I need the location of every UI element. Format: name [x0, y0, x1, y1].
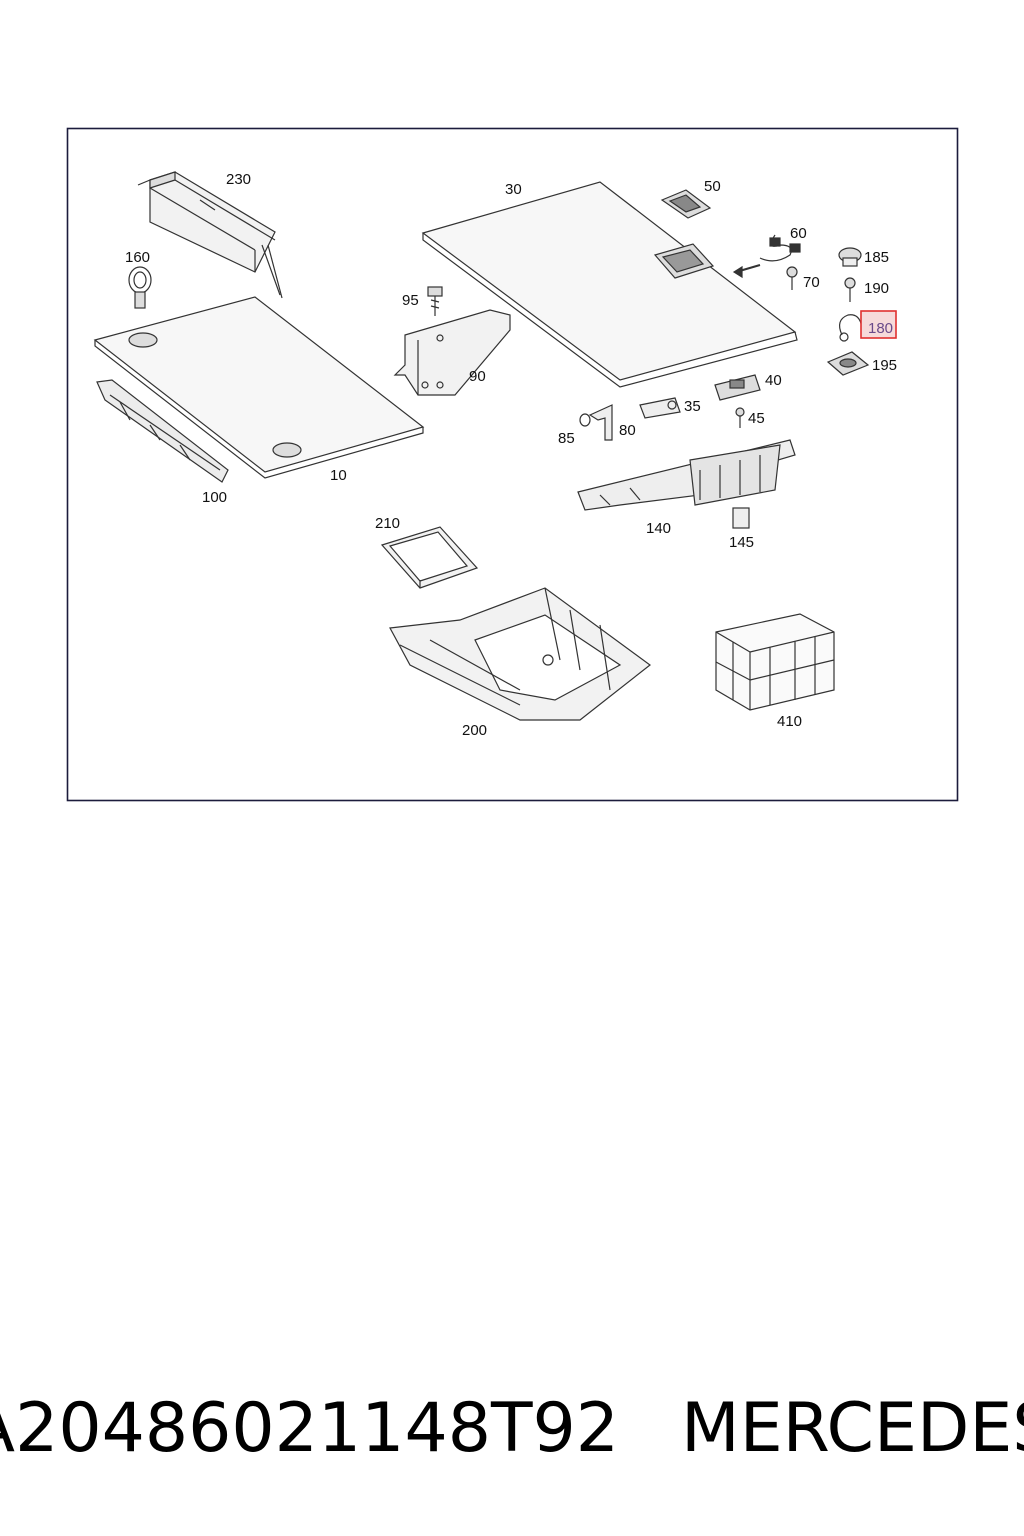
- callout-180: 180: [868, 320, 893, 337]
- part-50-handle: [660, 189, 712, 219]
- callout-90: 90: [469, 368, 486, 385]
- part-number: A20486021148T92: [0, 1388, 620, 1468]
- part-info-footer: A20486021148T92 MERCEDES: [0, 1378, 1024, 1478]
- callout-145: 145: [729, 534, 754, 551]
- part-145-block: [732, 507, 750, 529]
- part-210-tray: [380, 526, 479, 589]
- part-190-screw: [844, 277, 856, 302]
- callout-60: 60: [790, 225, 807, 242]
- callout-40: 40: [765, 372, 782, 389]
- callout-140: 140: [646, 520, 671, 537]
- part-35-clip: [639, 397, 681, 419]
- part-100-trim-strip: [96, 379, 229, 483]
- part-95-screw: [427, 286, 443, 316]
- callout-200: 200: [462, 722, 487, 739]
- callout-50: 50: [704, 178, 721, 195]
- callout-210: 210: [375, 515, 400, 532]
- part-180-hook: [838, 314, 863, 342]
- callout-230: 230: [226, 171, 251, 188]
- part-70-bolt: [786, 266, 798, 290]
- callout-30: 30: [505, 181, 522, 198]
- part-410-crate: [715, 613, 835, 711]
- part-90-bracket: [393, 309, 511, 396]
- part-195-base-plate: [826, 351, 870, 376]
- callout-70: 70: [803, 274, 820, 291]
- part-160-lashing-eye: [128, 266, 152, 309]
- callout-labels: 230 160 10 100 95 90 30 50 60 70 185 190…: [125, 171, 897, 739]
- part-85-washer: [579, 413, 591, 427]
- callout-410: 410: [777, 713, 802, 730]
- part-60-cable: [732, 234, 801, 279]
- part-10-load-floor: [93, 296, 425, 479]
- callout-190: 190: [864, 280, 889, 297]
- callout-85: 85: [558, 430, 575, 447]
- callout-195: 195: [872, 357, 897, 374]
- part-45-screw: [735, 407, 745, 428]
- part-230-storage-box: [137, 171, 283, 299]
- part-40-latch: [714, 374, 761, 401]
- part-140-rail: [577, 439, 796, 511]
- callout-100: 100: [202, 489, 227, 506]
- part-30-cover-panel: [421, 181, 798, 388]
- highlight-box-180: [860, 310, 897, 339]
- callout-80: 80: [619, 422, 636, 439]
- part-200-tub: [389, 587, 651, 721]
- callout-185: 185: [864, 249, 889, 266]
- callout-160: 160: [125, 249, 150, 266]
- part-80-bracket: [588, 404, 613, 441]
- parts-diagram: 230 160 10 100 95 90 30 50 60 70 185 190…: [66, 127, 959, 802]
- part-185-cap: [838, 247, 862, 267]
- callout-45: 45: [748, 410, 765, 427]
- callout-35: 35: [684, 398, 701, 415]
- callout-10: 10: [330, 467, 347, 484]
- callout-95: 95: [402, 292, 419, 309]
- brand-name: MERCEDES: [681, 1388, 1024, 1468]
